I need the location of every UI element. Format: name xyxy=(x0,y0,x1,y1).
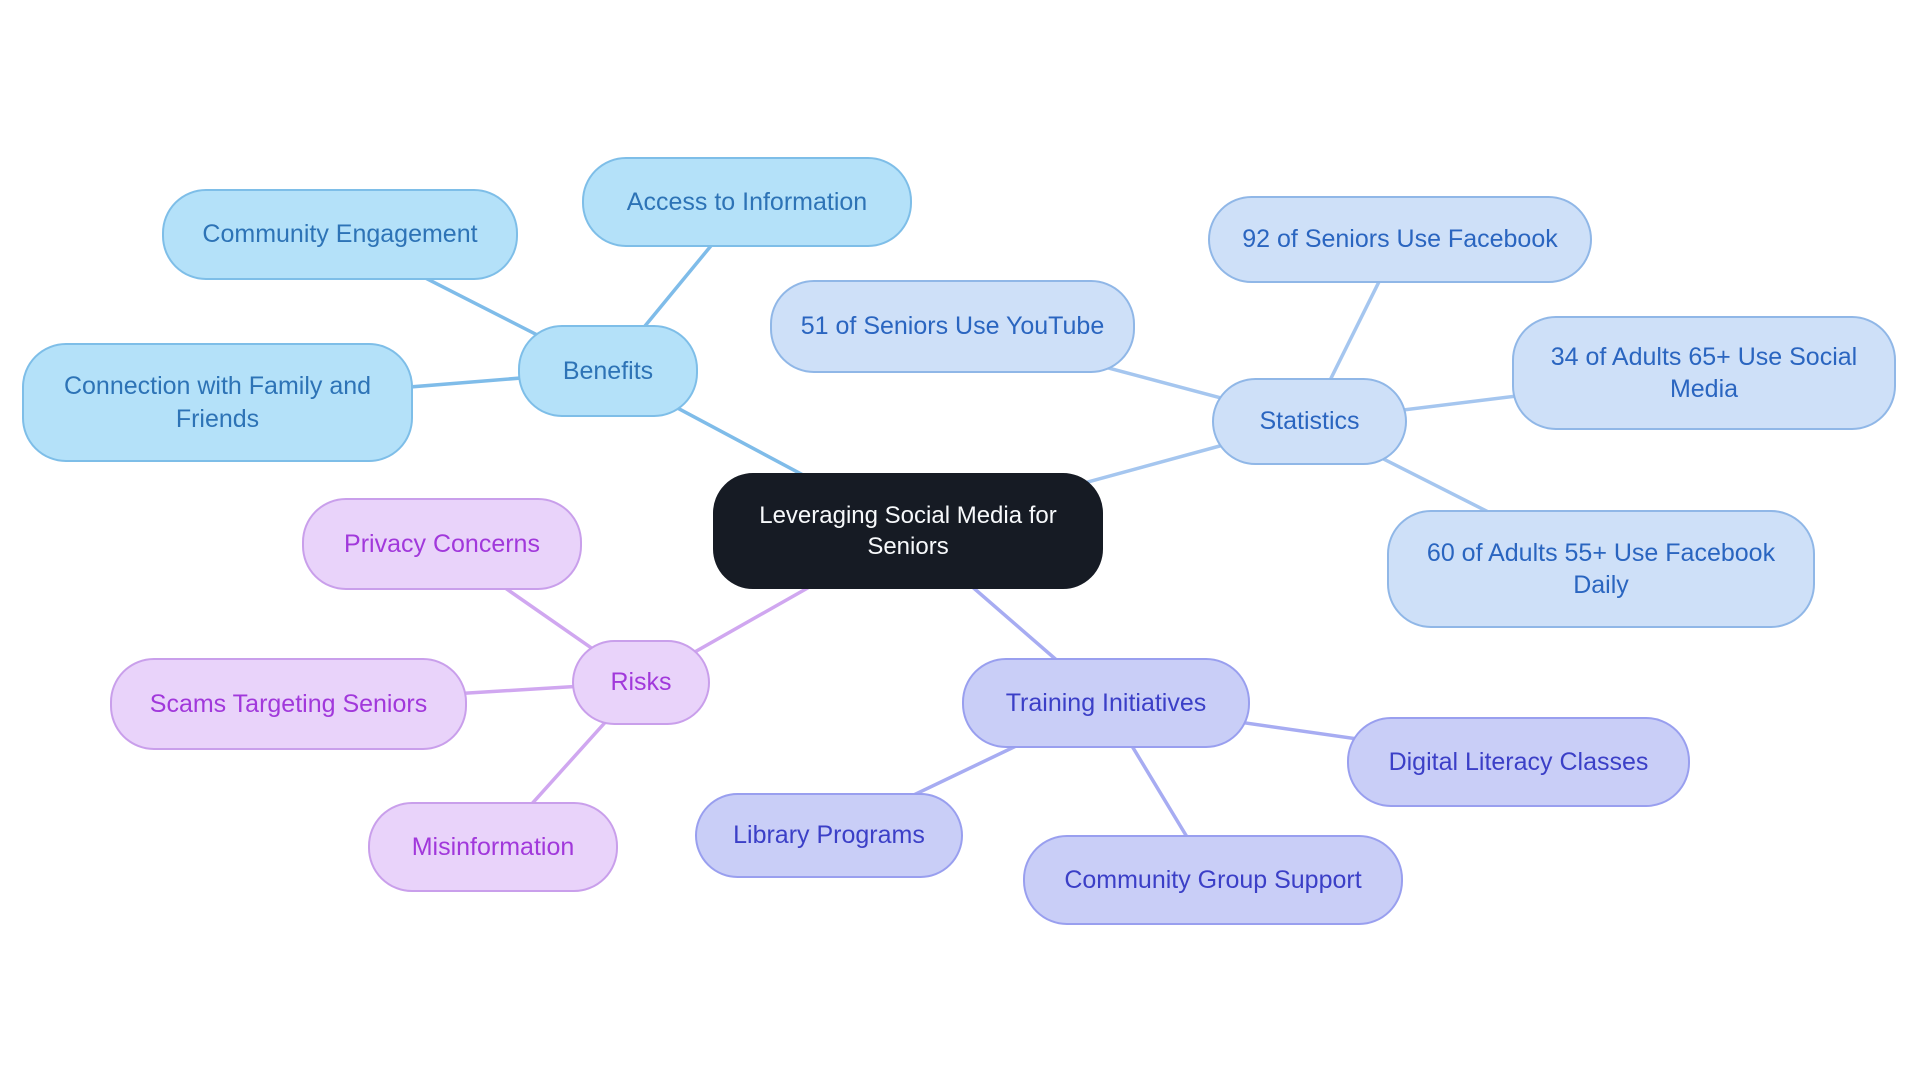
node-adults-65-use-social-media-stat[interactable]: 34 of Adults 65+ Use Social Media xyxy=(1512,316,1896,430)
node-training-initiatives[interactable]: Training Initiatives xyxy=(962,658,1250,748)
node-risks[interactable]: Risks xyxy=(572,640,710,725)
node-community-engagement[interactable]: Community Engagement xyxy=(162,189,518,280)
node-library-programs[interactable]: Library Programs xyxy=(695,793,963,878)
node-statistics[interactable]: Statistics xyxy=(1212,378,1407,465)
node-misinformation[interactable]: Misinformation xyxy=(368,802,618,892)
node-central-topic[interactable]: Leveraging Social Media for Seniors xyxy=(713,473,1103,589)
node-seniors-use-youtube-stat[interactable]: 51 of Seniors Use YouTube xyxy=(770,280,1135,373)
node-community-group-support[interactable]: Community Group Support xyxy=(1023,835,1403,925)
node-connection-with-family-and-friends[interactable]: Connection with Family and Friends xyxy=(22,343,413,462)
node-access-to-information[interactable]: Access to Information xyxy=(582,157,912,247)
node-privacy-concerns[interactable]: Privacy Concerns xyxy=(302,498,582,590)
node-scams-targeting-seniors[interactable]: Scams Targeting Seniors xyxy=(110,658,467,750)
node-adults-55-use-facebook-daily-stat[interactable]: 60 of Adults 55+ Use Facebook Daily xyxy=(1387,510,1815,628)
node-seniors-use-facebook-stat[interactable]: 92 of Seniors Use Facebook xyxy=(1208,196,1592,283)
node-digital-literacy-classes[interactable]: Digital Literacy Classes xyxy=(1347,717,1690,807)
node-benefits[interactable]: Benefits xyxy=(518,325,698,417)
